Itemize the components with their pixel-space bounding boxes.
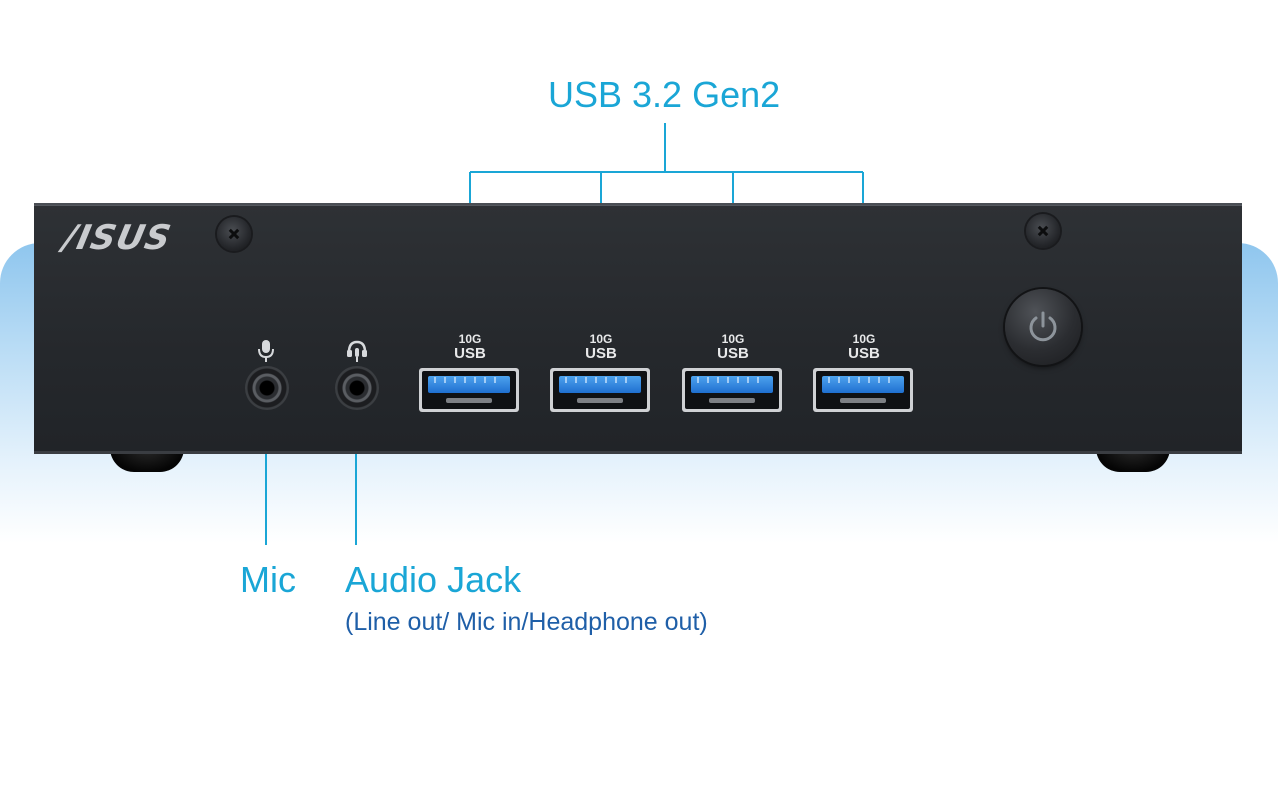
mic-jack[interactable] <box>245 366 289 410</box>
audio-callout-subtitle: (Line out/ Mic in/Headphone out) <box>345 608 708 636</box>
audio-callout-label: Audio Jack <box>345 559 522 600</box>
screw-icon <box>1026 214 1060 248</box>
power-button[interactable] <box>1005 289 1081 365</box>
asus-logo: /ISUS <box>59 218 175 258</box>
usb-callout-label: USB 3.2 Gen2 <box>548 74 781 115</box>
audio-jack[interactable] <box>335 366 379 410</box>
screw-icon <box>217 217 251 251</box>
usb-port-1[interactable] <box>419 368 519 412</box>
usb-port-2[interactable] <box>550 368 650 412</box>
usb-port-4[interactable] <box>813 368 913 412</box>
mic-callout-label: Mic <box>240 559 296 600</box>
power-icon <box>1029 311 1057 342</box>
microphone-icon <box>258 340 274 362</box>
usb-port-3[interactable] <box>682 368 782 412</box>
headset-icon <box>347 340 367 362</box>
